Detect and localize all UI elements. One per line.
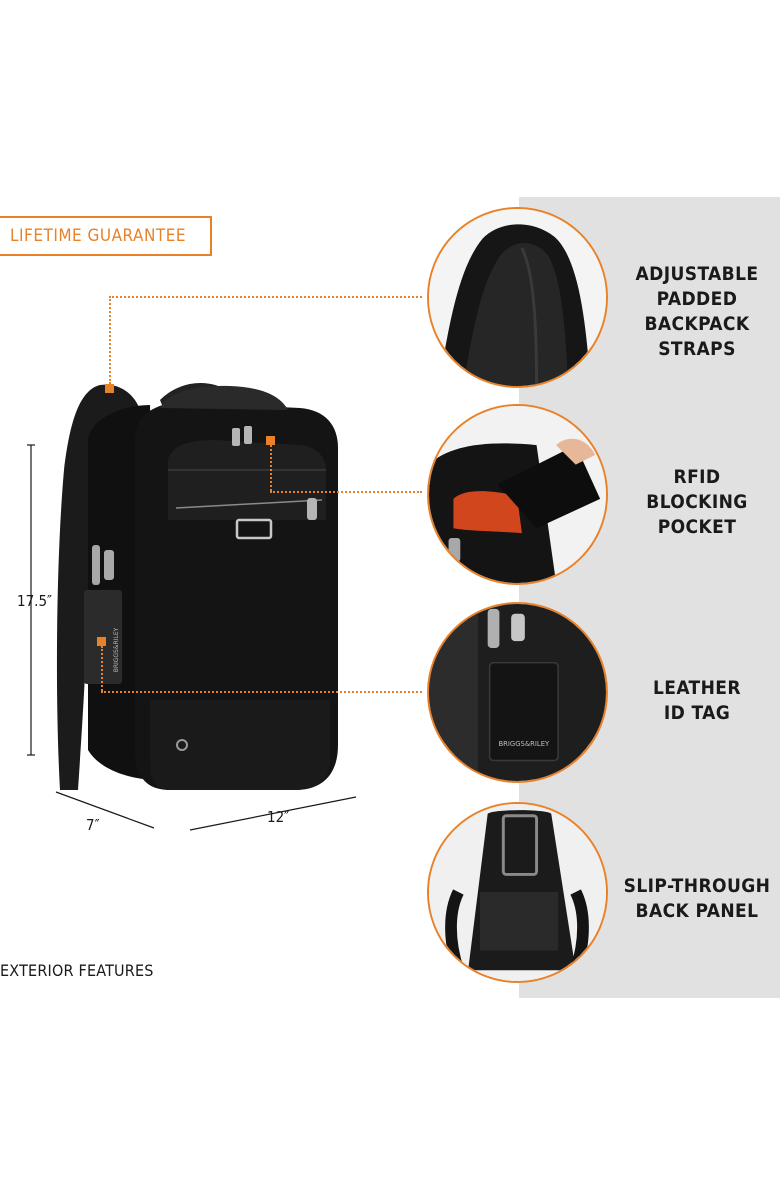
feature-label-line: PADDED bbox=[656, 288, 738, 310]
pocket-callout-line bbox=[270, 491, 422, 493]
feature-label-line: RFID bbox=[673, 466, 721, 488]
straps-feature-label: ADJUSTABLE PADDED BACKPACK STRAPS bbox=[622, 262, 772, 362]
tag-callout-line bbox=[101, 691, 422, 693]
strap-marker bbox=[105, 384, 114, 393]
tag-brand-closeup-text: BRIGGS&RILEY bbox=[498, 740, 550, 748]
slip-through-panel-feature-label: SLIP-THROUGH BACK PANEL bbox=[622, 874, 772, 924]
leather-id-tag-feature-label: LEATHER ID TAG bbox=[622, 676, 772, 726]
height-dimension-label: 17.5″ bbox=[17, 592, 53, 610]
pocket-callout-drop bbox=[270, 445, 272, 491]
feature-label-line: BACK PANEL bbox=[635, 900, 759, 922]
rfid-pocket-feature-image bbox=[427, 404, 608, 585]
straps-feature-image bbox=[427, 207, 608, 388]
feature-label-line: SLIP-THROUGH bbox=[623, 875, 771, 897]
feature-label-line: LEATHER bbox=[653, 677, 741, 699]
exterior-features-caption: EXTERIOR FEATURES bbox=[0, 961, 154, 980]
strap-callout-line bbox=[109, 296, 422, 298]
leather-id-tag-feature-image: BRIGGS&RILEY bbox=[427, 602, 608, 783]
tag-brand-text: BRIGGS&RILEY bbox=[113, 627, 120, 672]
tag-marker bbox=[97, 637, 106, 646]
feature-label-line: STRAPS bbox=[658, 338, 736, 360]
feature-label-line: BLOCKING bbox=[646, 491, 748, 513]
rfid-pocket-feature-label: RFID BLOCKING POCKET bbox=[622, 465, 772, 540]
feature-label-line: POCKET bbox=[657, 516, 737, 538]
strap-callout-drop bbox=[109, 296, 111, 384]
lifetime-guarantee-badge: LIFETIME GUARANTEE bbox=[0, 216, 212, 256]
depth-dimension-label: 7″ bbox=[86, 816, 100, 834]
slip-through-panel-feature-image bbox=[427, 802, 608, 983]
pocket-marker bbox=[266, 436, 275, 445]
feature-label-line: ID TAG bbox=[663, 702, 731, 724]
feature-label-line: BACKPACK bbox=[644, 313, 750, 335]
badge-text: LIFETIME GUARANTEE bbox=[10, 226, 187, 246]
feature-label-line: ADJUSTABLE bbox=[635, 263, 759, 285]
width-dimension-label: 12″ bbox=[267, 808, 290, 826]
tag-callout-drop bbox=[101, 646, 103, 691]
